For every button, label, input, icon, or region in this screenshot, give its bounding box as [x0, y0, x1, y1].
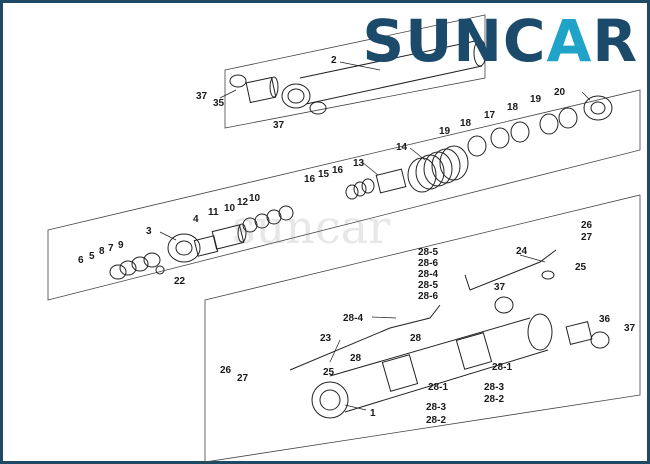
part-callout-label: 22	[174, 276, 186, 287]
part-callout-label: 37	[196, 91, 208, 102]
part-callout-label: 28-4	[343, 313, 363, 324]
logo-letter: S	[362, 7, 406, 75]
part-callout-label: 37	[624, 323, 636, 334]
part-callout-label: 28-4	[418, 269, 438, 280]
part-callout-label: 19	[439, 126, 451, 137]
part-callout-label: 5	[89, 251, 95, 262]
part-callout-label: 37	[273, 120, 285, 131]
cushion-part	[375, 168, 407, 194]
logo-letter: C	[502, 7, 547, 75]
part-callout-label: 36	[599, 314, 611, 325]
part-callout-label: 11	[208, 207, 219, 218]
part-callout-label: 28-2	[484, 394, 504, 405]
part-callout-label: 28-3	[426, 402, 446, 413]
cylinder-tube-part	[299, 39, 487, 105]
small-rings-part	[345, 178, 375, 200]
logo-letter: N	[453, 7, 503, 75]
rod-cover-part	[167, 233, 219, 263]
panel-middle	[47, 89, 641, 301]
part-callout-label: 1	[370, 408, 376, 419]
part-callout-label: 25	[575, 262, 587, 273]
part-callout-label: 28-5	[418, 247, 438, 258]
seal-rings-part	[467, 107, 578, 157]
part-callout-label: 28-6	[418, 291, 438, 302]
part-callout-label: 17	[484, 110, 496, 121]
part-callout-label: 14	[396, 142, 408, 153]
panel-upper	[224, 14, 486, 129]
part-callout-label: 26	[581, 220, 593, 231]
part-callout-label: 8	[99, 246, 105, 257]
part-callout-label: 27	[581, 232, 593, 243]
panel-lower	[204, 194, 641, 463]
part-callout-label: 28-2	[426, 415, 446, 426]
part-callout-label: 9	[118, 240, 124, 251]
part-callout-label: 28	[410, 333, 422, 344]
part-callout-label: 25	[323, 367, 335, 378]
part-callout-label: 15	[318, 169, 330, 180]
part-callout-label: 16	[332, 165, 344, 176]
logo-letter: A	[546, 7, 593, 75]
pipe-part	[289, 249, 557, 371]
end-nut-part	[583, 95, 613, 121]
part-callout-label: 16	[304, 174, 316, 185]
cylinder-assembly-part	[311, 313, 553, 419]
leader-lines	[159, 61, 591, 411]
end-bushing-part	[494, 270, 610, 349]
part-callout-label: 28-5	[418, 280, 438, 291]
part-callout-label: 27	[237, 373, 249, 384]
part-callout-label: 19	[530, 94, 542, 105]
part-callout-label: 24	[516, 246, 528, 257]
part-callout-label: 6	[78, 255, 84, 266]
part-callout-label: 28-6	[418, 258, 438, 269]
part-callout-label: 37	[494, 282, 506, 293]
part-callout-label: 7	[108, 243, 114, 254]
part-callout-label: 4	[193, 214, 199, 225]
dust-seal-rings-part	[109, 252, 165, 280]
piston-part	[407, 145, 469, 193]
brand-logo: SUNCAR	[362, 12, 638, 70]
logo-letter: U	[405, 7, 454, 75]
part-callout-label: 3	[146, 226, 152, 237]
part-callout-label: 28-1	[428, 382, 448, 393]
part-callout-label: 28	[350, 353, 362, 364]
part-callout-label: 35	[213, 98, 225, 109]
rod-seal-rings-part	[242, 205, 294, 233]
part-callout-label: 23	[320, 333, 332, 344]
gland-part	[245, 76, 311, 109]
part-callout-label: 28-3	[484, 382, 504, 393]
part-callout-label: 26	[220, 365, 232, 376]
part-callout-label: 2	[331, 55, 337, 66]
part-callout-label: 13	[353, 158, 365, 169]
watermark: suncar	[232, 200, 391, 254]
part-callout-label: 12	[237, 197, 249, 208]
part-callout-label: 10	[224, 203, 236, 214]
part-callout-label: 20	[554, 87, 566, 98]
part-callout-label: 10	[249, 193, 261, 204]
part-callout-label: 18	[460, 118, 472, 129]
o-ring-part	[229, 74, 327, 115]
part-callout-label: 28-1	[492, 362, 512, 373]
part-callout-label: 18	[507, 102, 519, 113]
logo-letter: R	[592, 7, 638, 75]
